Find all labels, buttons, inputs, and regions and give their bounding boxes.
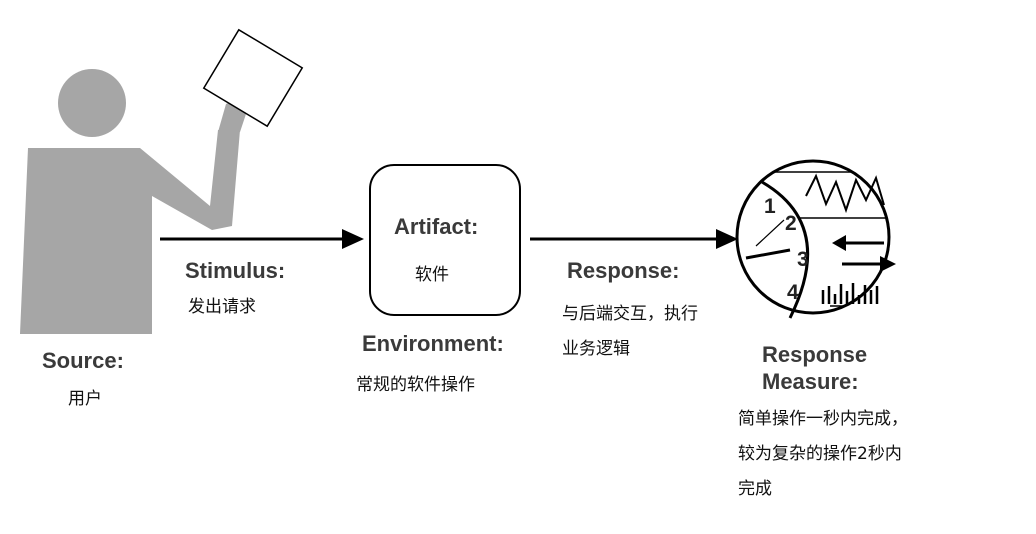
artifact-text: 软件 [415, 265, 449, 285]
response-measure-text-line-2: 较为复杂的操作2秒内 [738, 444, 902, 464]
artifact-box [369, 164, 521, 316]
waveform-icon [805, 173, 885, 214]
response-measure-text-line-1: 简单操作一秒内完成， [738, 409, 908, 429]
gauge-dial-arc [761, 180, 810, 319]
environment-text: 常规的软件操作 [356, 375, 475, 395]
left-arrow-icon [832, 235, 884, 251]
gauge-number-3: 3 [797, 248, 809, 271]
response-arrow [530, 229, 738, 249]
gauge-needle [745, 248, 791, 260]
source-text: 用户 [68, 389, 102, 409]
environment-heading: Environment: [362, 331, 504, 356]
person-head [58, 69, 126, 137]
gauge-number-1: 1 [764, 195, 776, 218]
response-text-line-2: 业务逻辑 [562, 339, 630, 359]
response-measure-heading-line-2: Measure: [762, 369, 859, 394]
gauge-number-4: 4 [787, 281, 799, 304]
response-measure-gauge: 1 2 3 4 [735, 159, 896, 319]
response-measure-text-line-3: 完成 [738, 479, 772, 499]
gauge-pointer [755, 219, 785, 247]
person-icon [20, 69, 248, 334]
paper-sheet-icon [202, 28, 304, 128]
response-measure-heading-line-1: Response [762, 342, 868, 367]
response-heading: Response: [567, 258, 680, 283]
artifact-heading: Artifact: [394, 214, 479, 239]
stimulus-arrow [160, 229, 364, 249]
stimulus-heading: Stimulus: [185, 258, 286, 283]
gauge-circle [735, 159, 891, 315]
right-arrow-icon [842, 256, 896, 272]
gauge-number-2: 2 [785, 212, 797, 235]
source-heading: Source: [42, 348, 124, 373]
person-body [20, 130, 240, 334]
response-text-line-1: 与后端交互，执行 [562, 304, 698, 324]
bar-histogram-icon [821, 283, 879, 304]
stimulus-text: 发出请求 [188, 297, 256, 317]
